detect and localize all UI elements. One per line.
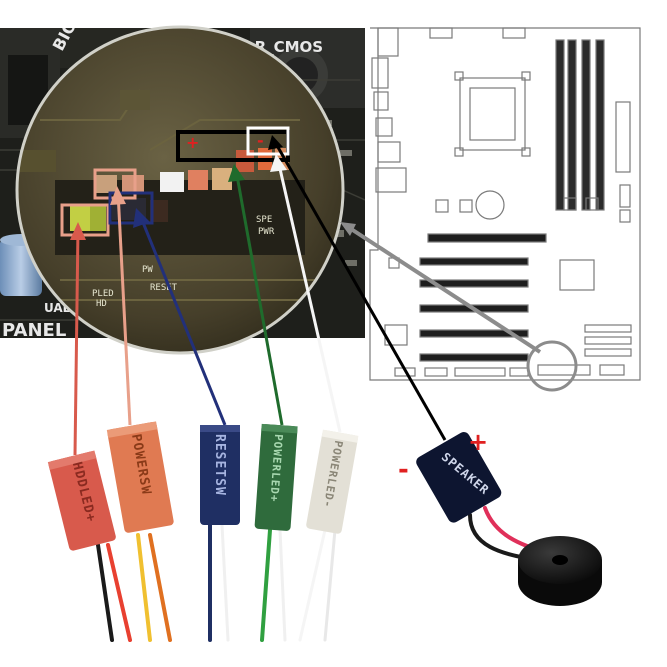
speaker-connector: SPEAKER xyxy=(416,432,502,523)
silk-reset: RESET xyxy=(150,283,178,293)
hdd-led-highlight xyxy=(60,203,110,237)
connector-arrows xyxy=(70,135,447,456)
wires xyxy=(96,506,550,642)
buzzer-icon xyxy=(518,536,602,606)
silk-spe: SPE xyxy=(256,215,272,225)
reset-sw-connector: RESETSW xyxy=(200,425,240,525)
silk-pled: PLED xyxy=(92,289,114,299)
reset-sw-highlight xyxy=(108,191,154,225)
silk-hd: HD xyxy=(96,299,107,309)
motherboard-schematic xyxy=(369,27,641,392)
header-pins-top xyxy=(95,148,289,193)
power-led-plus-connector: POWERLED+ xyxy=(254,423,298,531)
power-led-highlight xyxy=(246,126,290,156)
power-sw-connector: POWERSW xyxy=(106,421,174,533)
speaker-minus-sign: - xyxy=(398,455,409,485)
zoom-magnifier: PLED PW RESET SPE PWR HD + - xyxy=(15,25,345,355)
hdd-led-connector: HDDLED+ xyxy=(47,450,116,551)
front-panel-location-marker xyxy=(526,340,578,392)
speaker-plus-sign: + xyxy=(468,428,488,456)
zoom-pointer-line xyxy=(343,223,542,354)
reset-sw-label: RESETSW xyxy=(212,434,227,496)
power-led-plus-label: POWERLED+ xyxy=(267,434,285,503)
silk-pw: PW xyxy=(142,265,153,275)
header-minus-mark: - xyxy=(257,131,264,150)
power-led-minus-connector: POWERLED- xyxy=(306,429,359,534)
zoom-pointer-arrowhead xyxy=(340,222,356,236)
panel-label: PANEL xyxy=(2,320,66,341)
silk-pwr: PWR xyxy=(258,227,275,237)
header-plus-mark: + xyxy=(186,133,199,152)
